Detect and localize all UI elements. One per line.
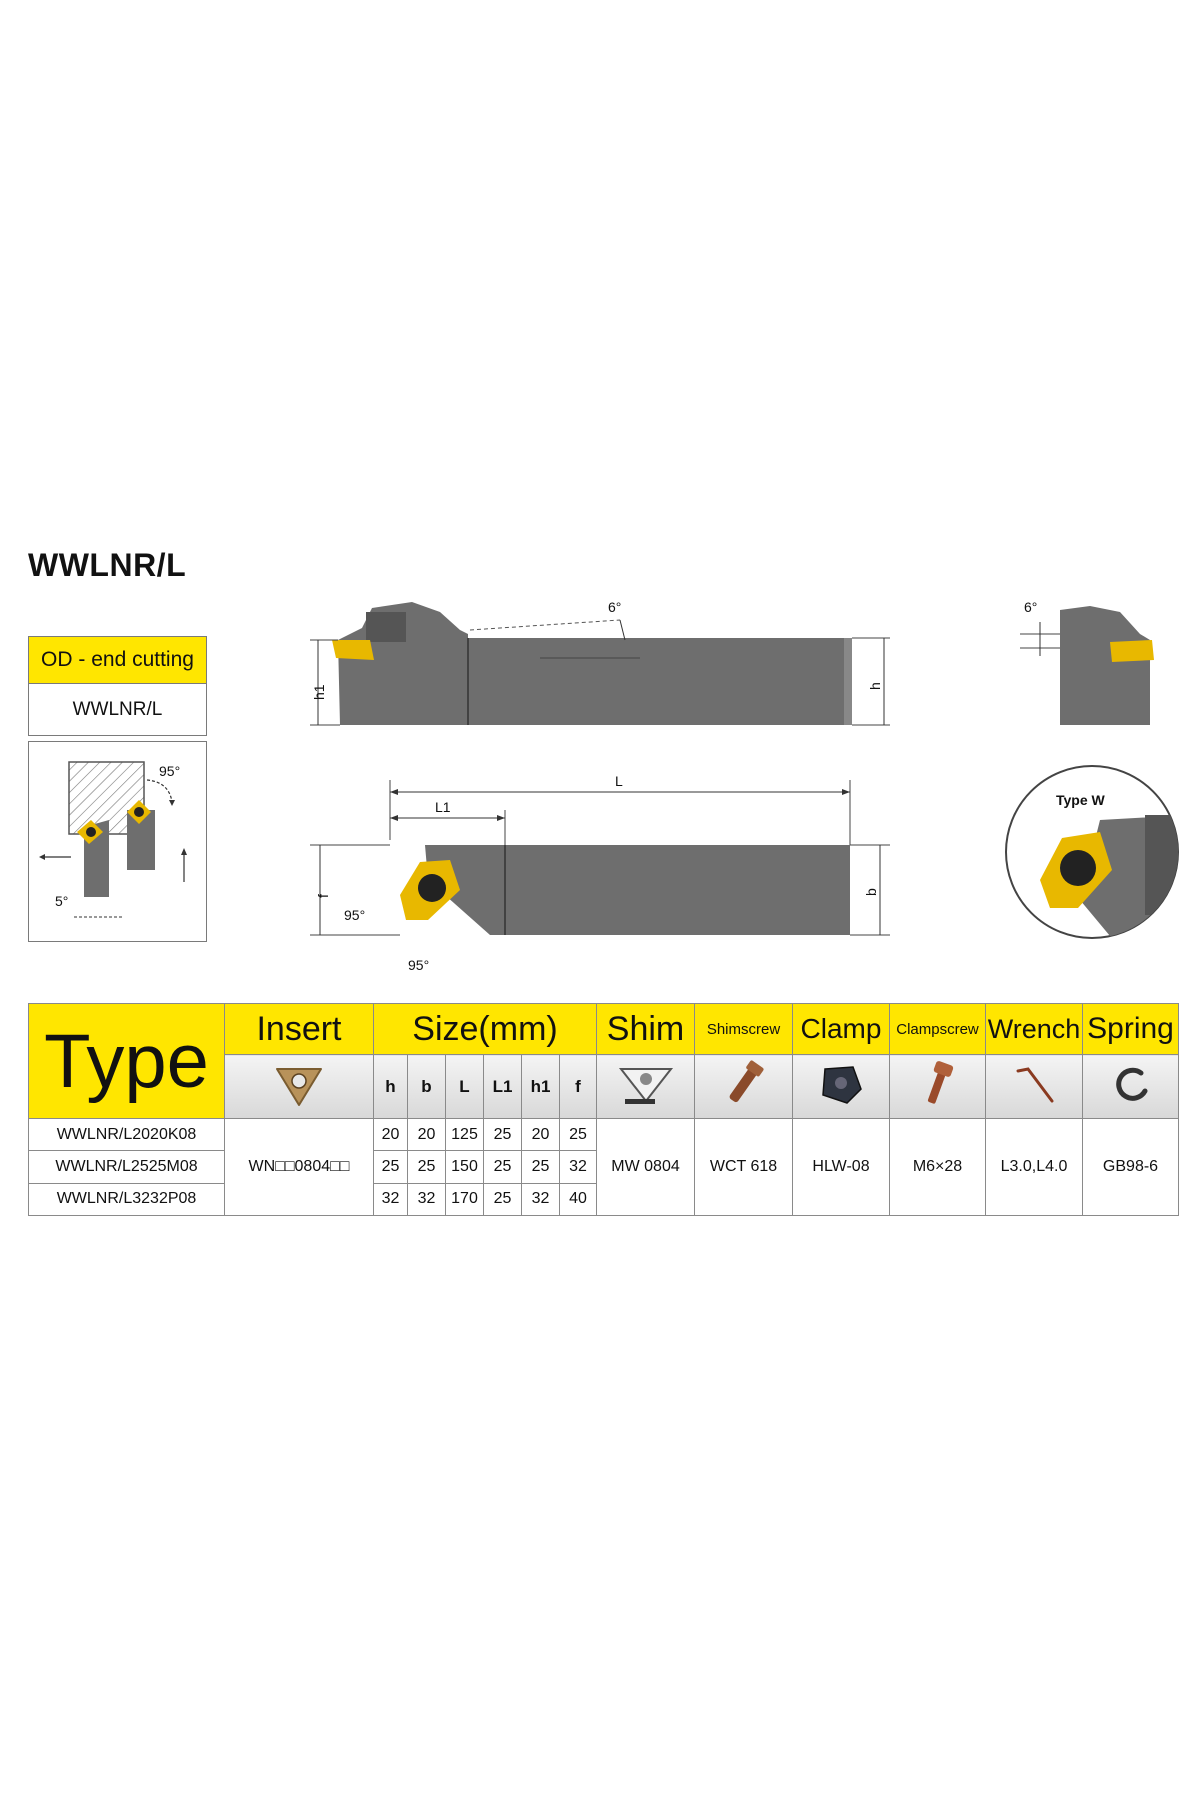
size-col-L1: L1 bbox=[483, 1054, 522, 1120]
clampscrew-image bbox=[889, 1054, 986, 1120]
clamp-code: HLW-08 bbox=[792, 1118, 890, 1216]
clamp-icon bbox=[822, 1066, 862, 1105]
insert-icon bbox=[276, 1068, 322, 1107]
insert-code: WN□□0804□□ bbox=[224, 1118, 374, 1216]
dim-h1-label: h1 bbox=[311, 684, 327, 700]
detail-label: Type W bbox=[1056, 792, 1106, 808]
size-col-f: f bbox=[559, 1054, 597, 1120]
size-cell: 25 bbox=[483, 1118, 522, 1152]
size-cell: 40 bbox=[559, 1182, 597, 1217]
page-title: WWLNR/L bbox=[28, 547, 187, 583]
angle-bottom-label: 95° bbox=[408, 957, 429, 970]
dim-f-label: f bbox=[315, 894, 331, 898]
top-holder-shank bbox=[505, 845, 850, 935]
operation-badge: OD - end cutting bbox=[28, 636, 207, 684]
size-cell: 20 bbox=[373, 1118, 408, 1152]
operation-diagram: 95° 5° bbox=[28, 741, 207, 942]
model-label: WWLNR/L bbox=[28, 684, 207, 736]
size-cell: 170 bbox=[445, 1182, 484, 1217]
side-angle-label: 6° bbox=[608, 599, 621, 615]
header-insert: Insert bbox=[224, 1002, 374, 1056]
dim-L1-label: L1 bbox=[435, 799, 451, 815]
dim-b-label: b bbox=[863, 888, 879, 896]
header-clampscrew: Clampscrew bbox=[889, 1002, 986, 1056]
size-cell: 25 bbox=[559, 1118, 597, 1152]
clampscrew-icon bbox=[927, 1061, 953, 1104]
top-view-drawing: L L1 b f 95° 95° bbox=[310, 773, 890, 970]
shim-icon bbox=[618, 1068, 673, 1105]
dim-h-label: h bbox=[867, 682, 883, 690]
size-cell: 25 bbox=[521, 1150, 560, 1184]
size-cell: 25 bbox=[407, 1150, 446, 1184]
holder-shank bbox=[468, 638, 848, 725]
type-cell: WWLNR/L3232P08 bbox=[28, 1182, 225, 1217]
side-view-drawing: 6° h1 h bbox=[310, 599, 890, 726]
insert-screw-icon bbox=[86, 827, 96, 837]
header-type: Type bbox=[28, 1002, 225, 1120]
size-cell: 25 bbox=[483, 1182, 522, 1217]
angle-top-label: 95° bbox=[159, 763, 180, 779]
spring-image bbox=[1082, 1054, 1179, 1120]
end-angle-label: 6° bbox=[1024, 599, 1037, 615]
end-holder bbox=[1060, 606, 1150, 725]
detail-view: Type W bbox=[1005, 765, 1179, 939]
type-cell: WWLNR/L2020K08 bbox=[28, 1118, 225, 1152]
size-cell: 32 bbox=[521, 1182, 560, 1217]
size-col-h: h bbox=[373, 1054, 408, 1120]
insert-image bbox=[224, 1054, 374, 1120]
size-col-b: b bbox=[407, 1054, 446, 1120]
clampscrew-code: M6×28 bbox=[889, 1118, 986, 1216]
size-cell: 150 bbox=[445, 1150, 484, 1184]
header-shimscrew: Shimscrew bbox=[694, 1002, 793, 1056]
spring-code: GB98-6 bbox=[1082, 1118, 1179, 1216]
size-cell: 25 bbox=[373, 1150, 408, 1184]
insert-screw-icon-2 bbox=[134, 807, 144, 817]
angle-bottom-label: 5° bbox=[55, 893, 68, 909]
end-view-drawing: 6° bbox=[1020, 599, 1154, 725]
wrench-image bbox=[985, 1054, 1083, 1120]
header-wrench: Wrench bbox=[985, 1002, 1083, 1056]
size-cell: 25 bbox=[483, 1150, 522, 1184]
operation-illustration: 95° 5° bbox=[39, 761, 187, 918]
size-col-L: L bbox=[445, 1054, 484, 1120]
type-cell: WWLNR/L2525M08 bbox=[28, 1150, 225, 1184]
size-cell: 32 bbox=[559, 1150, 597, 1184]
wrench-icon bbox=[1016, 1067, 1054, 1103]
spec-table: Type Insert Size(mm) Shim Shimscrew Clam… bbox=[28, 1002, 1179, 1217]
header-size: Size(mm) bbox=[373, 1002, 597, 1056]
size-cell: 125 bbox=[445, 1118, 484, 1152]
clamp-screw-icon bbox=[418, 874, 446, 902]
size-cell: 32 bbox=[373, 1182, 408, 1217]
header-clamp: Clamp bbox=[792, 1002, 890, 1056]
angle-left-label: 95° bbox=[344, 907, 365, 923]
dim-L-label: L bbox=[615, 773, 623, 789]
spring-icon bbox=[1115, 1068, 1147, 1102]
clamp-image bbox=[792, 1054, 890, 1120]
header-spring: Spring bbox=[1082, 1002, 1179, 1056]
size-cell: 20 bbox=[521, 1118, 560, 1152]
shimscrew-code: WCT 618 bbox=[694, 1118, 793, 1216]
size-cell: 32 bbox=[407, 1182, 446, 1217]
insert-side bbox=[332, 640, 374, 660]
shimscrew-image bbox=[694, 1054, 793, 1120]
end-insert bbox=[1110, 640, 1154, 662]
shim-code: MW 0804 bbox=[596, 1118, 695, 1216]
shimscrew-icon bbox=[729, 1060, 764, 1103]
size-col-h1: h1 bbox=[521, 1054, 560, 1120]
header-shim: Shim bbox=[596, 1002, 695, 1056]
wrench-code: L3.0,L4.0 bbox=[985, 1118, 1083, 1216]
shim-image bbox=[596, 1054, 695, 1120]
size-cell: 20 bbox=[407, 1118, 446, 1152]
tool-right bbox=[127, 810, 155, 870]
